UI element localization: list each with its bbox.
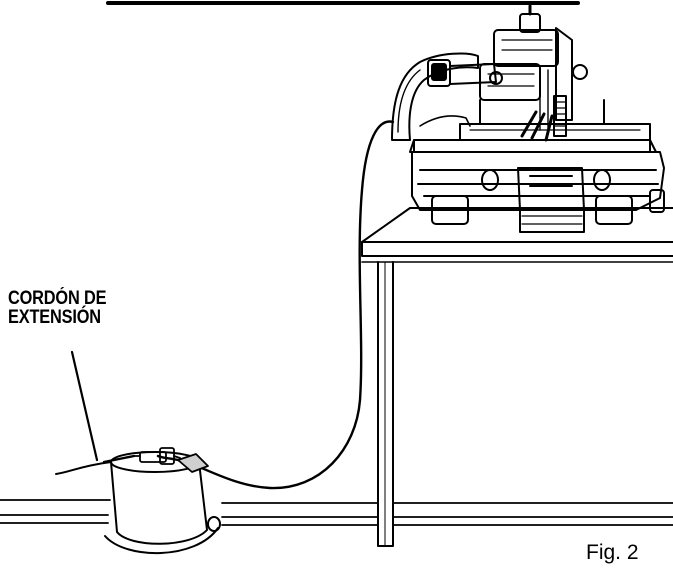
table xyxy=(361,207,673,547)
callout-leader xyxy=(70,350,99,462)
extension-cord-label: CORDÓN DE EXTENSIÓN xyxy=(8,289,106,327)
extension-cord xyxy=(102,454,136,464)
power-cord xyxy=(156,120,395,490)
floor xyxy=(0,499,673,526)
cord-connector xyxy=(133,447,209,473)
figure-caption: Fig. 2 xyxy=(586,541,639,564)
label-line-2: EXTENSIÓN xyxy=(8,307,101,328)
machine xyxy=(391,4,665,233)
label-line-1: CORDÓN DE xyxy=(8,288,107,309)
